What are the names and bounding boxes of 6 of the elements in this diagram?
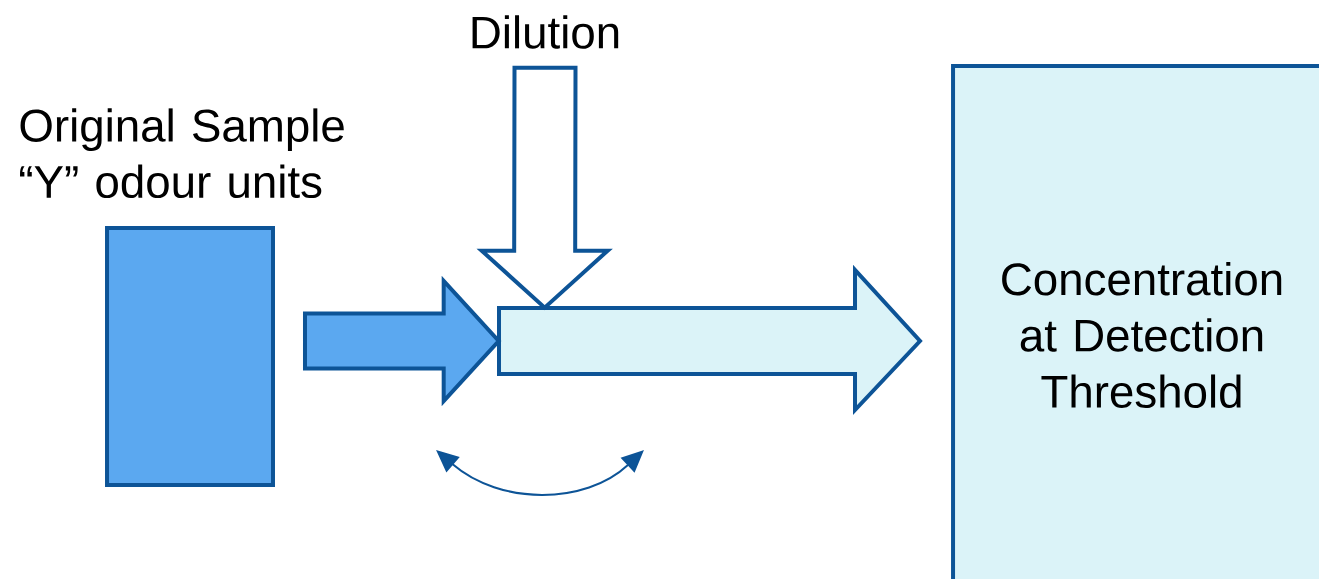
block-arrow: [497, 264, 923, 416]
label-text: Dilution: [472, 15, 619, 49]
box-heading: Original Sample “Y” odour units: [20, 108, 344, 199]
threshold-box: Concentration at Detection Threshold: [951, 64, 1319, 579]
block-arrow: [303, 275, 502, 407]
block-arrow: [476, 65, 613, 311]
